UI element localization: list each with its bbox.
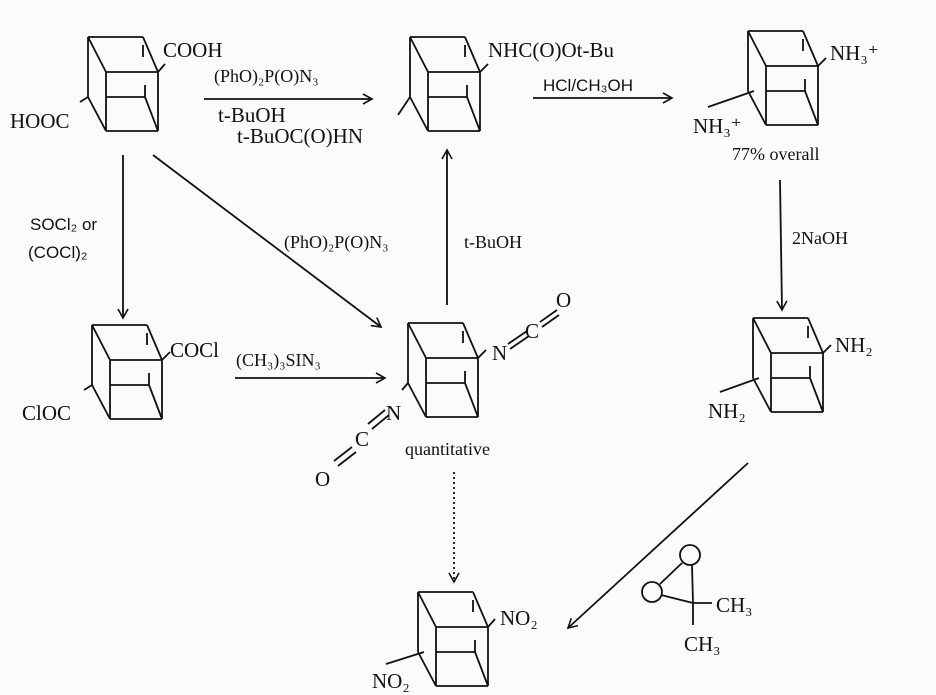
cubane-dicarboxylic-acid: COOH HOOC — [10, 36, 223, 133]
cubane-diamine: NH₂ NH₂ — [708, 317, 873, 423]
methyl-label: CH₃ — [716, 593, 753, 617]
substituent-label: COOH — [163, 38, 223, 62]
cubane-bis-carbamate: NHC(O)Ot-Bu t-BuOC(O)HN — [237, 36, 614, 148]
cubane-diisocyanate: N C O N C O quantitative — [315, 288, 571, 491]
reagent-label: SOCl₂ or — [30, 215, 97, 234]
reagent-label: HCl/CH₃OH — [543, 76, 633, 95]
dimethyldioxirane: CH₃ CH₃ — [641, 544, 753, 656]
substituent-label: NO₂ — [372, 669, 410, 693]
cubane-diacid-chloride: COCl ClOC — [22, 324, 219, 425]
reaction-arrow — [152, 154, 383, 328]
reaction-arrow — [776, 179, 788, 312]
dinitrocubane: NO₂ NO₂ — [372, 591, 538, 693]
atom-label: O — [556, 288, 571, 312]
substituent-label: NH₂ — [708, 399, 746, 423]
reagent-label: (PhO)₂P(O)N₃ — [284, 232, 389, 253]
atom-label: O — [315, 467, 330, 491]
reagent-label: (CH₃)₃SIN₃ — [236, 350, 321, 371]
substituent-label: NH₃⁺ — [830, 41, 879, 65]
reagent-label: 2NaOH — [792, 228, 848, 248]
substituent-label: t-BuOC(O)HN — [237, 124, 363, 148]
substituent-label: ClOC — [22, 401, 71, 425]
yield-note: quantitative — [405, 439, 490, 459]
substituent-label: NHC(O)Ot-Bu — [488, 38, 614, 62]
atom-label: N — [386, 401, 401, 425]
substituent-label: NH₂ — [835, 333, 873, 357]
substituent-label: NH₃⁺ — [693, 114, 742, 138]
atom-label: C — [355, 427, 369, 451]
methyl-label: CH₃ — [684, 632, 721, 656]
reagent-label: t-BuOH — [464, 232, 522, 252]
yield-note: 77% overall — [732, 144, 819, 164]
reaction-arrow — [566, 462, 749, 630]
reagent-label: (COCl)₂ — [28, 243, 87, 262]
substituent-label: NO₂ — [500, 606, 538, 630]
substituent-label: COCl — [170, 338, 219, 362]
substituent-label: HOOC — [10, 109, 70, 133]
atom-label: N — [492, 341, 507, 365]
atom-label: C — [525, 319, 539, 343]
cubane-diammonium: NH₃⁺ NH₃⁺ 77% overall — [693, 30, 879, 164]
reagent-label: (PhO)₂P(O)N₃ — [214, 66, 319, 87]
reagent-label: t-BuOH — [218, 103, 286, 127]
